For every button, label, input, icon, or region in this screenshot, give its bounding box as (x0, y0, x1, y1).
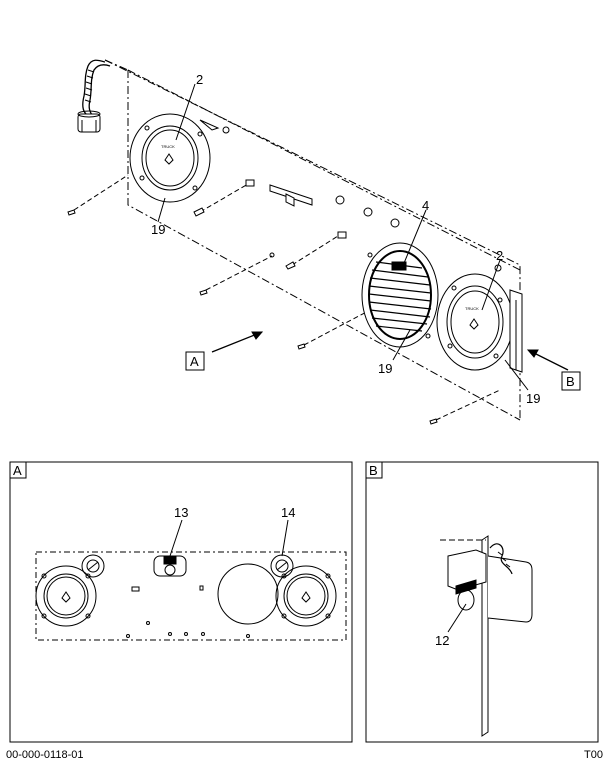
footer-right-code: T00 (584, 749, 603, 761)
callout-19-left: 19 (151, 222, 165, 237)
svg-text:TRUCK: TRUCK (161, 144, 175, 149)
left-screws (67, 174, 255, 217)
detail-b-panel: B 12 (365, 461, 599, 743)
detail-a-panel: A (9, 461, 353, 743)
callout-2-left: 2 (196, 72, 203, 87)
svg-text:TRUCK: TRUCK (465, 306, 479, 311)
callout-14: 14 (281, 505, 295, 520)
mounting-bracket (269, 184, 313, 207)
center-screws (199, 231, 501, 425)
view-label-b: B (561, 371, 581, 391)
leader-lines (157, 83, 529, 391)
top-exploded-view: TRUCK (67, 59, 569, 425)
detail-a-small-gauge-left (81, 554, 105, 578)
top-callouts: 2 19 4 2 19 19 (151, 72, 540, 406)
view-arrow-a (211, 331, 264, 353)
callout-19-right: 19 (526, 391, 540, 406)
left-gauge-flange: TRUCK (129, 113, 211, 203)
callout-4: 4 (422, 198, 429, 213)
detail-a-label: A (13, 463, 22, 478)
svg-text:A: A (190, 354, 199, 369)
detail-a-switch (153, 555, 187, 577)
detail-a-blank-plate (217, 563, 279, 625)
detail-a-right-gauge (275, 565, 337, 627)
footer-left-code: 00-000-0118-01 (6, 749, 83, 761)
svg-text:B: B (566, 374, 575, 389)
callout-2-right: 2 (496, 248, 503, 263)
detail-b-label: B (369, 463, 378, 478)
callout-19-center: 19 (378, 361, 392, 376)
panel-holes (199, 119, 502, 333)
view-label-a: A (185, 351, 205, 371)
cable-harness (77, 59, 111, 133)
callout-12: 12 (435, 633, 449, 648)
view-arrow-b (526, 349, 569, 371)
grille-assembly (361, 242, 439, 348)
grille-louvers (368, 261, 432, 332)
right-gauge-flange: TRUCK (436, 273, 514, 371)
right-housing (509, 289, 523, 373)
callout-13: 13 (174, 505, 188, 520)
detail-a-left-gauge (35, 565, 97, 627)
